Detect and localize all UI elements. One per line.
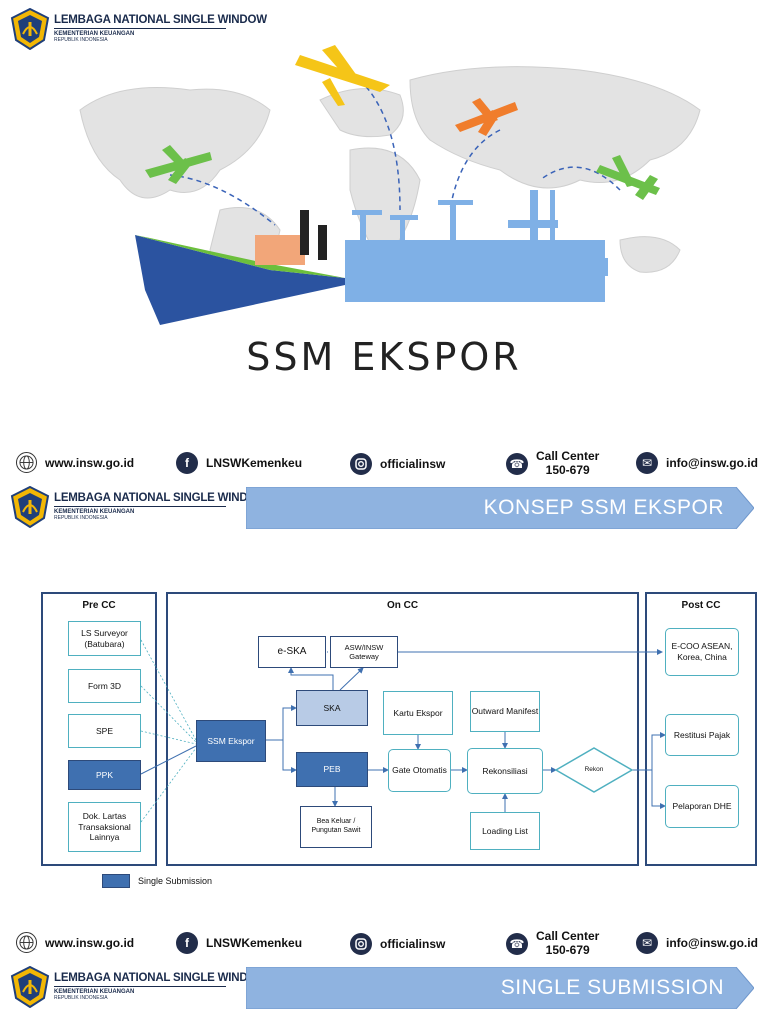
contact-row: www.insw.go.id f LNSWKemenkeu officialin… (0, 924, 768, 964)
plane-icon (295, 45, 390, 106)
e-ska-box: e-SKA (258, 636, 326, 668)
legend-swatch (102, 874, 130, 888)
gate-otomatis-box: Gate Otomatis (388, 749, 451, 792)
org-sub1: KEMENTERIAN KEUANGAN (54, 988, 135, 995)
org-sub1: KEMENTERIAN KEUANGAN (54, 508, 135, 515)
org-logo: LEMBAGA NATIONAL SINGLE WINDOW KEMENTERI… (10, 8, 267, 50)
e-coo-box: E-COO ASEAN, Korea, China (665, 628, 739, 676)
call-center-label: Call Center (536, 929, 600, 943)
spe-doc: SPE (68, 714, 141, 748)
org-sub2: REPUBLIK INDONESIA (54, 994, 108, 1001)
world-map-illustration (79, 45, 701, 325)
instagram-icon (350, 453, 372, 475)
ssm-ekspor-box: SSM Ekspor (196, 720, 266, 762)
org-sub2: REPUBLIK INDONESIA (54, 36, 108, 43)
kemenkeu-emblem-icon (10, 966, 50, 1008)
dok-lartas-doc: Dok. Lartas Transaksional Lainnya (68, 802, 141, 852)
kartu-ekspor-doc: Kartu Ekspor (383, 691, 453, 735)
website-link[interactable]: www.insw.go.id (45, 935, 135, 950)
kemenkeu-emblem-icon (10, 8, 50, 50)
call-center-number[interactable]: 150-679 (545, 942, 590, 957)
email-link[interactable]: info@insw.go.id (666, 936, 758, 950)
mail-icon: ✉ (636, 932, 658, 954)
org-logo: LEMBAGA NATIONAL SINGLE WINDOW KEMENTERI… (10, 966, 267, 1008)
ppk-doc: PPK (68, 760, 141, 790)
kemenkeu-emblem-icon (10, 486, 50, 528)
section-banner: KONSEP SSM EKSPOR (246, 487, 754, 529)
ska-box: SKA (296, 690, 368, 726)
instagram-link[interactable]: officialinsw (380, 937, 446, 951)
outward-manifest-doc: Outward Manifest (470, 691, 540, 732)
diagram-legend: Single Submission (102, 874, 212, 888)
org-title: LEMBAGA NATIONAL SINGLE WINDOW (54, 14, 267, 27)
call-center-label: Call Center (536, 449, 600, 463)
org-sub1: KEMENTERIAN KEUANGAN (54, 30, 135, 37)
globe-icon (16, 452, 37, 473)
call-center-number[interactable]: 150-679 (545, 462, 590, 477)
facebook-icon: f (176, 452, 198, 474)
phone-icon: ☎ (506, 932, 528, 955)
legend-label: Single Submission (138, 876, 213, 886)
bea-keluar-doc: Bea Keluar / Pungutan Sawit (300, 806, 372, 848)
org-title: LEMBAGA NATIONAL SINGLE WINDOW (54, 492, 267, 505)
email-link[interactable]: info@insw.go.id (666, 456, 758, 470)
instagram-link[interactable]: officialinsw (380, 457, 446, 471)
asw-gateway-box: ASW/INSW Gateway (330, 636, 398, 668)
banner-title: KONSEP SSM EKSPOR (483, 496, 724, 519)
phone-icon: ☎ (506, 452, 528, 475)
pelaporan-dhe-box: Pelaporan DHE (665, 785, 739, 828)
facebook-icon: f (176, 932, 198, 954)
section-banner: SINGLE SUBMISSION (246, 967, 754, 1009)
instagram-icon (350, 933, 372, 955)
org-title: LEMBAGA NATIONAL SINGLE WINDOW (54, 972, 267, 985)
form-3d-doc: Form 3D (68, 669, 141, 703)
org-sub2: REPUBLIK INDONESIA (54, 514, 108, 521)
banner-title: SINGLE SUBMISSION (500, 976, 724, 999)
post-cc-title: Post CC (681, 600, 721, 611)
facebook-link[interactable]: LNSWKemenkeu (206, 936, 303, 950)
peb-box: PEB (296, 752, 368, 787)
pre-cc-title: Pre CC (82, 600, 116, 611)
on-cc-title: On CC (386, 600, 419, 611)
ls-surveyor-doc: LS Surveyor (Batubara) (68, 621, 141, 656)
globe-icon (16, 932, 37, 953)
rekon-diamond (554, 747, 634, 793)
website-link[interactable]: www.insw.go.id (45, 455, 135, 470)
mail-icon: ✉ (636, 452, 658, 474)
cover-title: SSM EKSPOR (246, 335, 522, 379)
facebook-link[interactable]: LNSWKemenkeu (206, 456, 303, 470)
restitusi-pajak-box: Restitusi Pajak (665, 714, 739, 756)
rekon-label: Rekon (584, 765, 604, 773)
loading-list-doc: Loading List (470, 812, 540, 850)
rekonsiliasi-box: Rekonsiliasi (467, 748, 543, 794)
org-logo: LEMBAGA NATIONAL SINGLE WINDOW KEMENTERI… (10, 486, 267, 528)
contact-row: www.insw.go.id f LNSWKemenkeu officialin… (0, 444, 768, 484)
